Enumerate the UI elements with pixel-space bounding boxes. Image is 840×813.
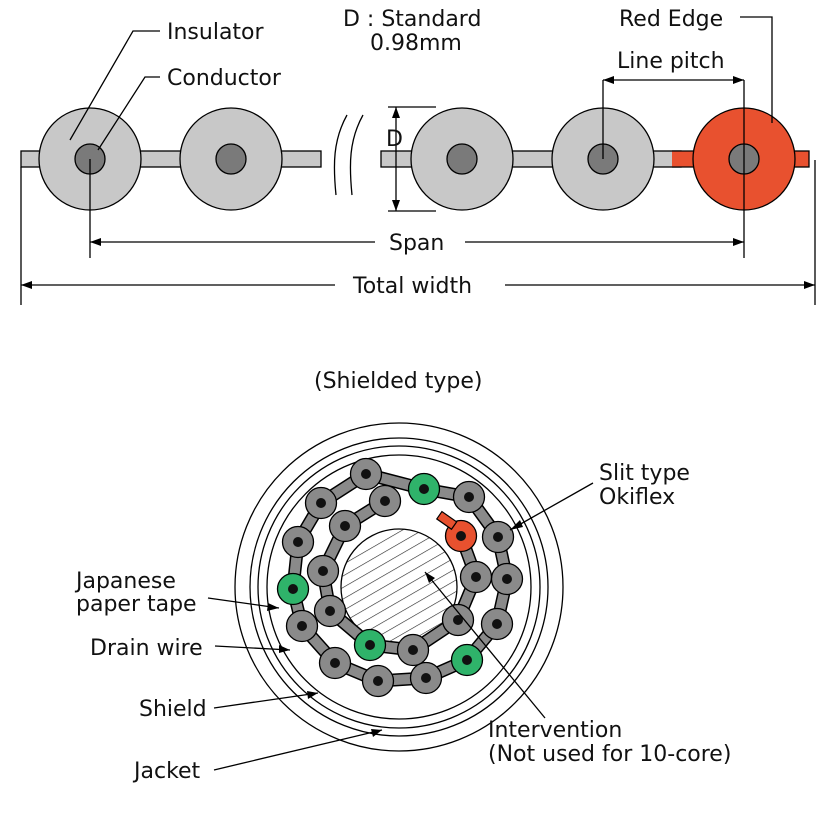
core-conductor xyxy=(453,615,463,625)
red-edge-leader xyxy=(740,16,773,123)
drain-wire-label: Drain wire xyxy=(90,636,203,661)
core-conductor xyxy=(502,574,512,584)
line-pitch-label: Line pitch xyxy=(617,49,725,74)
break-mark-2 xyxy=(349,114,364,196)
core-conductor xyxy=(419,484,429,494)
intervention-leader xyxy=(424,571,546,719)
core-conductor xyxy=(456,531,466,541)
core-conductor xyxy=(408,645,418,655)
core-conductor xyxy=(330,658,340,668)
slit-leader xyxy=(509,482,594,531)
d-label: D xyxy=(386,127,403,152)
paper-tape-leader xyxy=(207,597,280,609)
core-conductor xyxy=(340,521,350,531)
core-conductor xyxy=(297,621,307,631)
core-conductor xyxy=(380,496,390,506)
japanese-label: Japanese xyxy=(74,569,176,594)
core-conductor xyxy=(464,492,474,502)
core-conductor xyxy=(288,584,298,594)
not-used-label: (Not used for 10-core) xyxy=(488,742,731,767)
slit-type-label: Slit type xyxy=(599,461,690,486)
core-conductor xyxy=(471,572,481,582)
core-bundle xyxy=(276,457,524,698)
wire-3 xyxy=(410,107,514,211)
okiflex-label: Okiflex xyxy=(599,485,675,510)
wire-2 xyxy=(179,107,283,211)
red-edge-label: Red Edge xyxy=(619,7,723,32)
span-label: Span xyxy=(389,231,444,256)
shield-label: Shield xyxy=(139,697,207,722)
intervention-label: Intervention xyxy=(488,718,622,743)
red-edge-tab xyxy=(435,510,458,531)
core-conductor xyxy=(361,469,371,479)
core-conductor xyxy=(365,640,375,650)
conductor-label: Conductor xyxy=(167,66,282,91)
insulator-leader xyxy=(69,30,160,141)
total-width-label: Total width xyxy=(352,274,472,299)
drain-wire-leader xyxy=(214,645,291,651)
jacket-leader xyxy=(213,729,383,771)
core-conductor xyxy=(492,619,502,629)
core-conductor xyxy=(421,673,431,683)
shielded-cable-diagram: (Shielded type) Slit type Okiflex Japane… xyxy=(74,369,731,784)
flat-cable-diagram: Insulator Conductor D : Standard 0.98mm … xyxy=(20,7,816,305)
paper-tape-label: paper tape xyxy=(76,592,197,617)
core-conductor xyxy=(373,676,383,686)
d-value-label: 0.98mm xyxy=(370,31,462,56)
core-conductor xyxy=(318,566,328,576)
core-conductor xyxy=(293,537,303,547)
core-conductor xyxy=(325,606,335,616)
core-conductor xyxy=(316,498,326,508)
shielded-title: (Shielded type) xyxy=(314,369,482,394)
break-mark-1 xyxy=(333,114,348,196)
core-conductor xyxy=(462,655,472,665)
core-conductor xyxy=(493,532,503,542)
conductor-leader xyxy=(97,76,160,151)
jacket-label: Jacket xyxy=(132,759,201,784)
insulator-label: Insulator xyxy=(167,20,265,45)
d-standard-label: D : Standard xyxy=(343,7,481,32)
shield-leader xyxy=(213,692,319,709)
